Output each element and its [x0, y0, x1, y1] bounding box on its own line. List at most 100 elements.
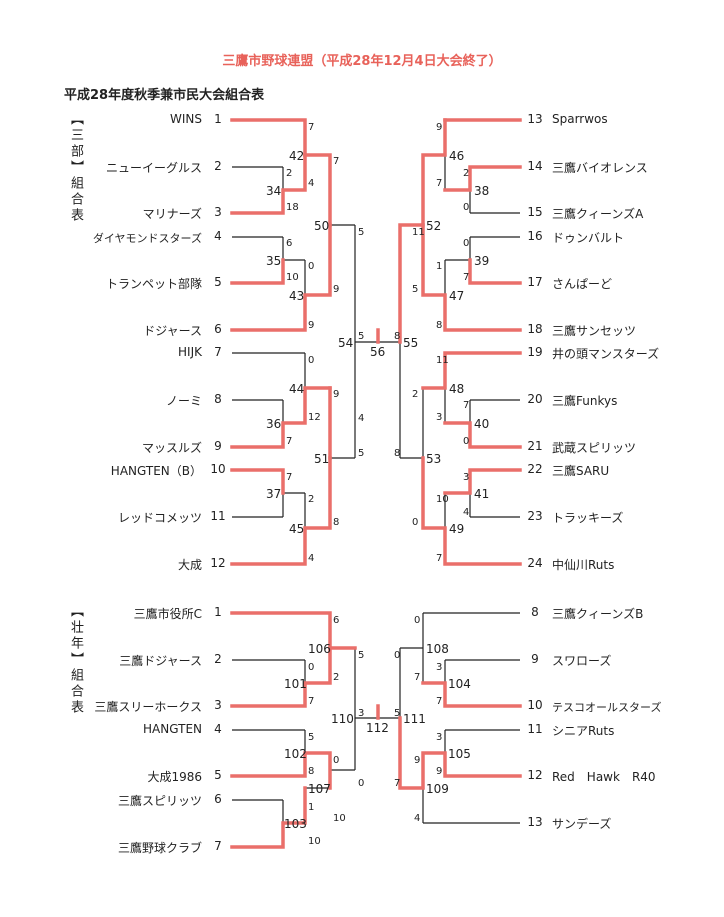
team-name: 三鷹クィーンズB — [552, 607, 644, 621]
team-name: ニューイーグルス — [105, 161, 202, 175]
team-number: 14 — [527, 159, 543, 173]
match-number: 37 — [266, 487, 282, 501]
score: 5 — [358, 650, 365, 661]
match-number: 46 — [449, 149, 465, 163]
team-number: 10 — [527, 698, 543, 712]
match-number: 48 — [449, 382, 465, 396]
score: 11 — [436, 355, 449, 366]
score: 0 — [412, 517, 419, 528]
score: 8 — [436, 320, 443, 331]
team-number: 19 — [527, 345, 543, 359]
team-number: 6 — [214, 322, 222, 336]
division-b-label: 【壮年】組合表 — [68, 604, 83, 716]
team-number: 23 — [527, 509, 543, 523]
score: 7 — [436, 696, 443, 707]
team-number: 13 — [527, 112, 543, 126]
score: 10 — [308, 836, 321, 847]
score: 5 — [412, 284, 419, 295]
match-number: 104 — [448, 677, 471, 691]
team-name: 三鷹Funkys — [552, 394, 618, 408]
score: 7 — [436, 178, 443, 189]
match-number: 51 — [314, 452, 330, 466]
score: 7 — [463, 272, 470, 283]
score: 8 — [308, 766, 315, 777]
team-name: 三鷹サンセッツ — [552, 324, 637, 338]
team-number: 4 — [214, 722, 222, 736]
score: 9 — [333, 389, 340, 400]
score: 10 — [286, 272, 299, 283]
team-number: 5 — [214, 768, 222, 782]
team-number: 20 — [527, 392, 543, 406]
match-number: 40 — [474, 417, 490, 431]
score: 0 — [358, 778, 365, 789]
match-number: 52 — [426, 219, 442, 233]
score: 4 — [358, 413, 365, 424]
score: 18 — [286, 202, 299, 213]
match-number: 105 — [448, 747, 471, 761]
score: 0 — [463, 436, 470, 447]
match-number: 38 — [474, 184, 490, 198]
page-subtitle: 平成28年度秋季兼市民大会組合表 — [64, 88, 265, 103]
team-number: 24 — [527, 556, 543, 570]
score: 7 — [286, 436, 293, 447]
score: 10 — [333, 813, 346, 824]
team-name: HANGTEN（B） — [110, 464, 202, 478]
match-number: 107 — [308, 782, 331, 796]
match-number: 45 — [289, 522, 305, 536]
team-name: 中仙川Ruts — [552, 558, 615, 572]
team-name: 三鷹ドジャース — [119, 654, 202, 668]
score: 7 — [333, 156, 340, 167]
score: 5 — [358, 227, 365, 238]
team-name: 三鷹市役所C — [133, 607, 202, 621]
score: 0 — [308, 261, 315, 272]
page-title: 三鷹市野球連盟（平成28年12月4日大会終了） — [222, 54, 502, 69]
score: 9 — [436, 122, 443, 133]
team-name: Sparrwos — [552, 112, 608, 126]
team-name: HIJK — [178, 345, 202, 359]
team-number: 8 — [531, 605, 539, 619]
match-number: 103 — [284, 817, 307, 831]
score: 9 — [308, 320, 315, 331]
match-number: 110 — [331, 712, 354, 726]
team-name: シニアRuts — [552, 724, 615, 738]
team-number: 22 — [527, 462, 543, 476]
team-number: 6 — [214, 792, 222, 806]
team-name: 三鷹SARU — [552, 464, 610, 478]
score: 4 — [463, 507, 470, 518]
team-number: 3 — [214, 698, 222, 712]
match-number: 34 — [266, 184, 282, 198]
team-number: 9 — [531, 652, 539, 666]
score: 0 — [414, 615, 421, 626]
team-number: 3 — [214, 205, 222, 219]
match-number: 42 — [289, 149, 305, 163]
match-number: 111 — [403, 712, 426, 726]
match-number: 43 — [289, 289, 305, 303]
score: 3 — [436, 662, 443, 673]
match-number: 101 — [284, 677, 307, 691]
team-number: 11 — [210, 509, 226, 523]
match-number: 53 — [426, 452, 442, 466]
score: 1 — [308, 802, 315, 813]
score: 10 — [436, 494, 449, 505]
score: 6 — [286, 238, 293, 249]
score: 7 — [308, 696, 315, 707]
team-name: サンデーズ — [552, 817, 612, 831]
team-number: 12 — [210, 556, 226, 570]
score: 3 — [463, 472, 470, 483]
team-name: 大成1986 — [147, 770, 202, 784]
team-number: 16 — [527, 229, 543, 243]
team-name: 武蔵スピリッツ — [552, 441, 637, 455]
team-number: 2 — [214, 652, 222, 666]
team-name: 三鷹スリーホークス — [94, 700, 202, 714]
match-number: 54 — [338, 336, 354, 350]
team-name: さんぱーど — [552, 277, 613, 291]
match-number: 108 — [426, 642, 449, 656]
team-name: マリナーズ — [142, 207, 202, 221]
match-number: 36 — [266, 417, 282, 431]
score: 8 — [394, 331, 401, 342]
team-number: 2 — [214, 159, 222, 173]
score: 7 — [308, 122, 315, 133]
team-number: 4 — [214, 229, 222, 243]
match-number: 35 — [266, 254, 282, 268]
